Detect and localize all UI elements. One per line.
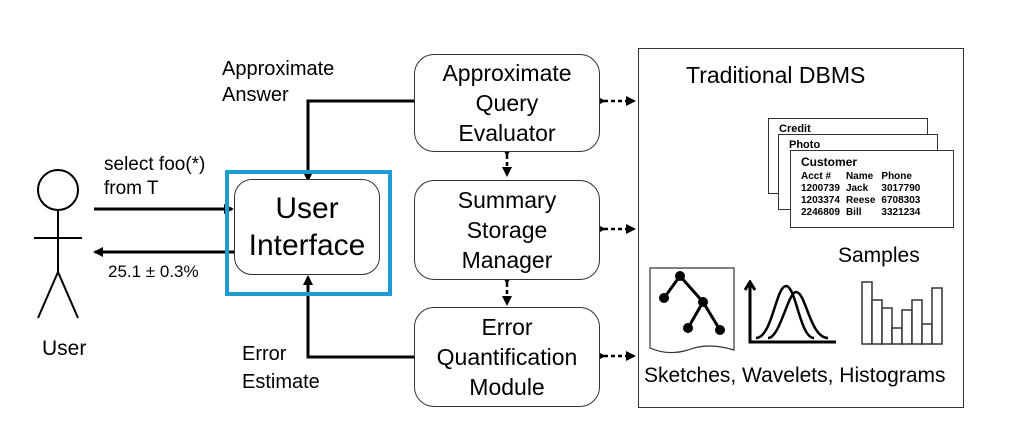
table-header-row: Acct # Name Phone (801, 171, 926, 183)
error-module-line-3: Module (469, 374, 545, 400)
error-estimate-label: Error Estimate (242, 340, 320, 396)
user-interface-highlight (225, 170, 392, 296)
user-label: User (42, 337, 87, 360)
photo-sheet-label: Photo (789, 139, 821, 151)
storage-line-1: Summary (457, 187, 557, 213)
table-cell: Bill (845, 207, 862, 218)
approx-answer-label: Approximate Answer (222, 56, 334, 108)
user-interface-line-2: Interface (248, 229, 366, 262)
customer-sheet-label: Customer (801, 155, 858, 169)
evaluator-line-2: Query (475, 90, 539, 116)
table-cell: 6708303 (881, 195, 921, 206)
query-text: select foo(*) from T (104, 153, 205, 201)
evaluator-line-3: Evaluator (458, 120, 556, 146)
table-cell: 3321234 (881, 207, 921, 218)
storage-line-3: Manager (461, 247, 553, 273)
error-estimate-path (303, 275, 414, 359)
storage-line-2: Storage (466, 217, 548, 243)
user-interface-line-1: User (275, 192, 339, 225)
credit-sheet-label: Credit (779, 123, 811, 135)
query-evaluator-box[interactable]: Approximate Query Evaluator (414, 54, 600, 152)
histogram-icon (861, 281, 943, 345)
user-stick-figure-icon (34, 169, 82, 319)
wavelet-curve-icon (744, 280, 836, 344)
error-module-line-1: Error (481, 314, 533, 340)
samples-label: Samples (838, 244, 920, 267)
table-cell: 1203374 (801, 195, 840, 206)
dbms-title: Traditional DBMS (686, 62, 866, 88)
evaluator-line-1: Approximate (442, 60, 572, 86)
table-cell: Jack (845, 183, 869, 194)
table-header: Name (845, 171, 874, 182)
error-quantification-box[interactable]: Error Quantification Module (414, 307, 600, 407)
approx-answer-line-2: Answer (222, 84, 289, 106)
table-header: Acct # (801, 171, 832, 182)
error-estimate-line-1: Error (242, 343, 287, 365)
user-interface-box[interactable]: User Interface (234, 179, 380, 275)
sketch-tree-icon (649, 267, 735, 354)
customer-table: Acct # Name Phone 1200739 Jack 3017790 1… (801, 171, 926, 219)
table-header: Phone (881, 171, 912, 182)
approx-answer-path (303, 99, 414, 182)
customer-sheet: Customer Acct # Name Phone 1200739 Jack … (790, 150, 954, 228)
table-row: 1203374 Reese 6708303 (801, 195, 926, 207)
query-line-2: from T (104, 178, 159, 199)
approx-answer-line-1: Approximate (222, 58, 335, 80)
table-cell: 1200739 (801, 183, 840, 194)
error-estimate-line-2: Estimate (242, 371, 320, 393)
summary-storage-manager-box[interactable]: Summary Storage Manager (414, 180, 600, 280)
result-text: 25.1 ± 0.3% (108, 262, 199, 281)
error-module-line-2: Quantification (436, 344, 578, 370)
table-cell: 2246809 (801, 207, 840, 218)
summaries-label: Sketches, Wavelets, Histograms (644, 364, 946, 387)
query-line-1: select foo(*) (104, 154, 206, 175)
table-cell: 3017790 (881, 183, 921, 194)
table-row: 1200739 Jack 3017790 (801, 183, 926, 195)
table-row: 2246809 Bill 3321234 (801, 207, 926, 219)
table-cell: Reese (845, 195, 876, 206)
